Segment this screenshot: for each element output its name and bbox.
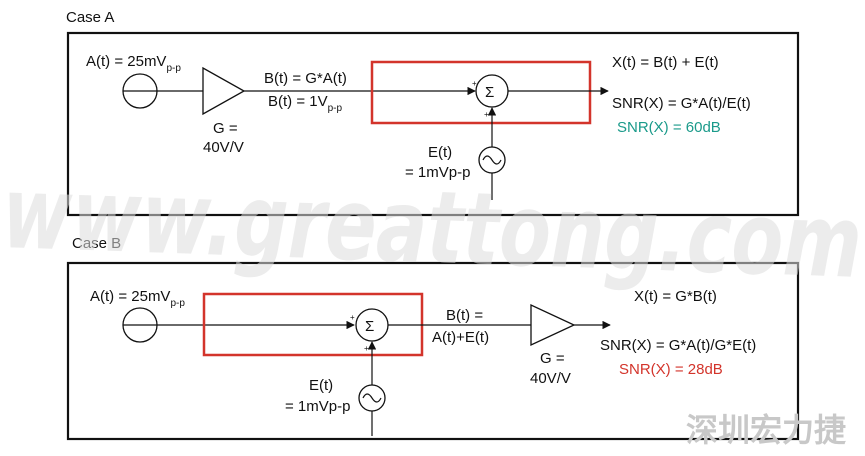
case-b-b-eq2: A(t)+E(t)	[432, 329, 489, 346]
triangle-amplifier-icon	[530, 303, 576, 347]
case-a-x-eq: X(t) = B(t) + E(t)	[612, 54, 719, 71]
case-a-noise-line1: E(t)	[428, 144, 452, 161]
case-a: Case A A(t) = 25mVp-p G = 40V/V B(t) = G…	[66, 9, 800, 217]
watermark-cn-text: 深圳宏力捷	[686, 411, 846, 449]
case-a-input-label: A(t) = 25mVp-p	[86, 53, 181, 74]
case-b-input-label: A(t) = 25mVp-p	[90, 288, 185, 309]
case-b-noise-line1: E(t)	[309, 377, 333, 394]
case-b-gain-line2: 40V/V	[530, 370, 571, 387]
case-a-snr-value: SNR(X) = 60dB	[617, 119, 721, 136]
case-a-snr-eq: SNR(X) = G*A(t)/E(t)	[612, 95, 751, 112]
case-b-panel	[66, 261, 800, 441]
circle-source-icon	[122, 307, 158, 343]
case-b-b-eq1: B(t) =	[446, 307, 483, 324]
sigma-summer-icon: Σ	[475, 74, 509, 108]
case-b-gain-line1: G =	[540, 350, 565, 367]
case-a-gain-line1: G =	[213, 120, 238, 137]
svg-text:Σ: Σ	[485, 84, 494, 101]
case-a-b-eq2: B(t) = 1Vp-p	[268, 93, 343, 114]
sine-source-icon	[358, 384, 386, 412]
case-a-noise-line2: = 1mVp-p	[405, 164, 470, 181]
case-b-x-eq: X(t) = G*B(t)	[634, 288, 717, 305]
case-a-plus-top: +	[472, 79, 477, 88]
case-a-plus-bottom: +	[484, 110, 489, 119]
case-b-noise-line2: = 1mVp-p	[285, 398, 350, 415]
case-b-plus-bottom: +	[364, 344, 369, 353]
case-b-snr-value: SNR(X) = 28dB	[619, 361, 723, 378]
sigma-summer-icon: Σ	[355, 308, 389, 342]
sine-source-icon	[478, 146, 506, 174]
case-a-title: Case A	[66, 9, 114, 26]
svg-text:Σ: Σ	[365, 318, 374, 335]
case-b-plus-top: +	[350, 313, 355, 322]
case-b-title: Case B	[72, 235, 121, 252]
case-b-snr-eq: SNR(X) = G*A(t)/G*E(t)	[600, 337, 756, 354]
circle-source-icon	[122, 73, 158, 109]
triangle-amplifier-icon	[202, 66, 246, 116]
case-b: Case B A(t) = 25mVp-p Σ + + B(t) = A(t)+…	[66, 235, 800, 441]
case-a-highlight-box	[370, 60, 592, 125]
case-a-gain-line2: 40V/V	[203, 139, 244, 156]
case-a-b-eq1: B(t) = G*A(t)	[264, 70, 347, 87]
